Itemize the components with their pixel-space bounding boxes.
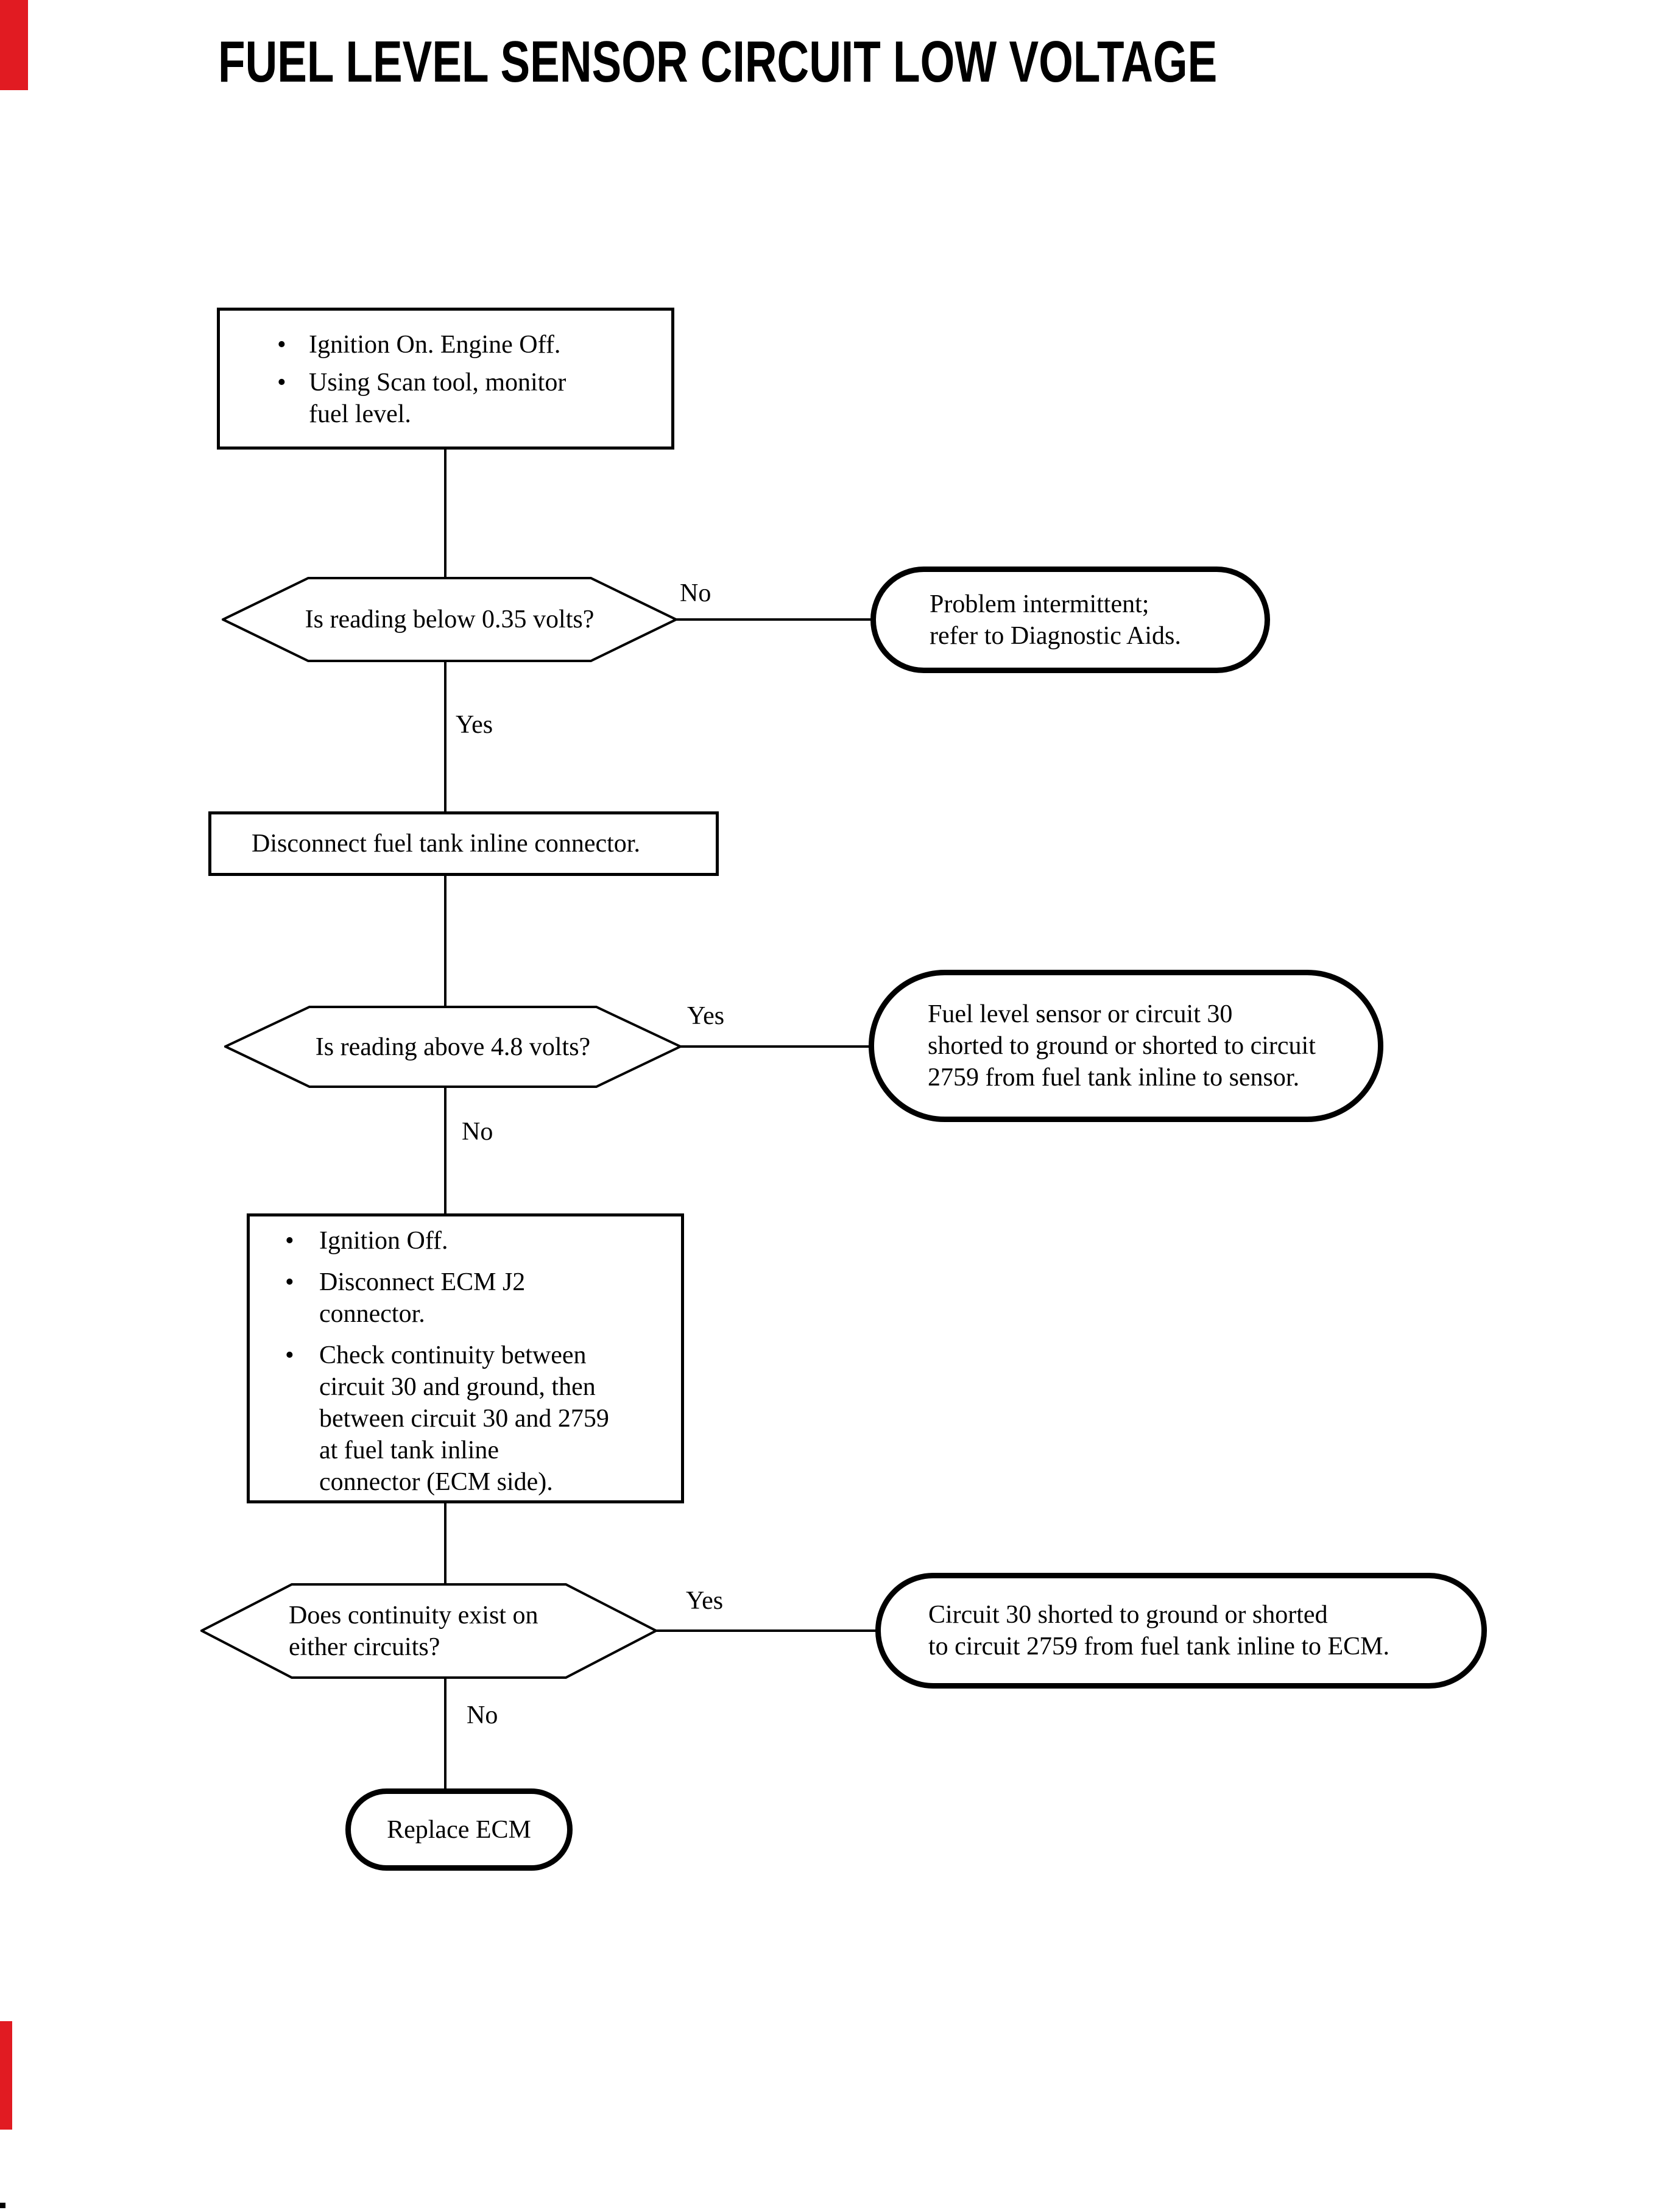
result-oval-circuit30-shorted: Circuit 30 shorted to ground or shorted … <box>875 1573 1487 1689</box>
connector-decision3-to-terminal <box>444 1678 446 1790</box>
decision2-question: Is reading above 4.8 volts? <box>315 1033 591 1061</box>
result-oval-problem-intermittent: Problem intermittent; refer to Diagnosti… <box>870 567 1270 673</box>
list-item: • Check continuity between circuit 30 an… <box>285 1340 674 1498</box>
process-box-continuity-check: • Ignition Off. • Disconnect ECM J2 conn… <box>247 1213 684 1503</box>
result3-text: Circuit 30 shorted to ground or shorted … <box>928 1601 1390 1661</box>
step1-item-2-text: Using Scan tool, monitor fuel level. <box>309 369 566 428</box>
connector-step2-to-decision2 <box>444 875 446 1007</box>
hexagon-outline <box>222 577 677 662</box>
decision-hexagon-reading-above: Is reading above 4.8 volts? <box>224 1006 682 1088</box>
edge-label-yes-2: Yes <box>687 1002 725 1030</box>
hexagon-outline <box>200 1583 657 1679</box>
bullet-icon: • <box>285 1268 294 1296</box>
step1-item-1-text: Ignition On. Engine Off. <box>309 331 561 359</box>
edge-label-no-1: No <box>680 579 711 607</box>
decision-hexagon-continuity-exists: Does continuity exist on either circuits… <box>200 1583 657 1679</box>
connector-step3-to-decision3 <box>444 1502 446 1584</box>
hexagon-outline <box>224 1006 682 1088</box>
connector-decision1-no-branch <box>676 618 872 621</box>
decision3-question: Does continuity exist on either circuits… <box>289 1601 538 1661</box>
bullet-icon: • <box>277 369 286 397</box>
bullet-icon: • <box>285 1227 294 1255</box>
list-item: • Ignition On. Engine Off. <box>277 329 664 361</box>
edge-label-yes-1: Yes <box>456 711 493 739</box>
connector-decision2-yes-branch <box>680 1045 870 1048</box>
step2-text: Disconnect fuel tank inline connector. <box>252 830 640 858</box>
process-box-disconnect-connector: Disconnect fuel tank inline connector. <box>208 811 719 876</box>
result2-text: Fuel level sensor or circuit 30 shorted … <box>928 1000 1316 1092</box>
scan-artifact-dot <box>0 2203 5 2208</box>
connector-step1-to-decision1 <box>444 448 446 577</box>
edge-label-no-3: No <box>467 1701 498 1729</box>
decision-hexagon-reading-below: Is reading below 0.35 volts? <box>222 577 677 662</box>
terminal-text: Replace ECM <box>387 1815 531 1844</box>
list-item: • Ignition Off. <box>285 1225 674 1257</box>
scan-artifact-bottom-left <box>0 2021 12 2130</box>
bullet-icon: • <box>285 1341 294 1369</box>
result-oval-sensor-shorted: Fuel level sensor or circuit 30 shorted … <box>869 970 1383 1122</box>
list-item: • Disconnect ECM J2 connector. <box>285 1266 674 1330</box>
step3-item-1-text: Ignition Off. <box>319 1227 448 1255</box>
step3-item-3-text: Check continuity between circuit 30 and … <box>319 1341 609 1496</box>
terminal-replace-ecm: Replace ECM <box>345 1788 573 1871</box>
step3-item-2-text: Disconnect ECM J2 connector. <box>319 1268 526 1328</box>
list-item: • Using Scan tool, monitor fuel level. <box>277 367 664 430</box>
result1-text: Problem intermittent; refer to Diagnosti… <box>930 590 1181 650</box>
bullet-icon: • <box>277 331 286 359</box>
process-box-initial-check: • Ignition On. Engine Off. • Using Scan … <box>217 308 674 450</box>
connector-decision3-yes-branch <box>656 1629 877 1632</box>
edge-label-no-2: No <box>462 1118 493 1146</box>
scan-artifact-top-left <box>0 0 28 90</box>
edge-label-yes-3: Yes <box>686 1587 724 1615</box>
decision1-question: Is reading below 0.35 volts? <box>305 605 595 634</box>
page-title: FUEL LEVEL SENSOR CIRCUIT LOW VOLTAGE <box>218 29 1218 94</box>
connector-decision2-to-step3 <box>444 1087 446 1215</box>
connector-decision1-to-step2 <box>444 661 446 813</box>
